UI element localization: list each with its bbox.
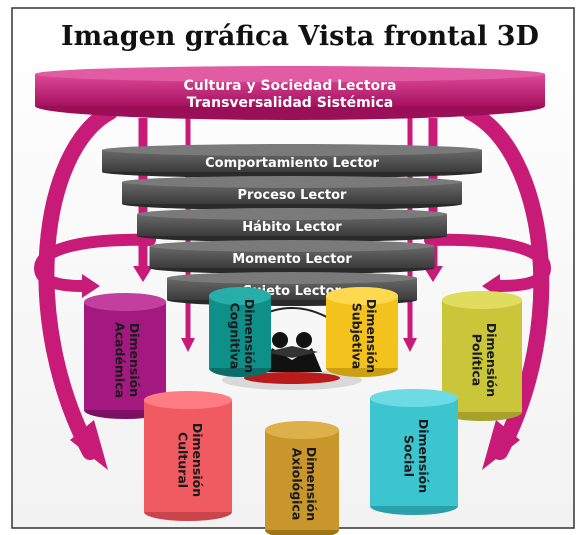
disc-label-1: Comportamiento Lector xyxy=(205,156,379,171)
cylinder-label-academica: DimensiónAcadémica xyxy=(113,322,142,398)
ring-label-cultura: Cultura y Sociedad Lectora xyxy=(184,78,397,94)
cylinder-axiologica: DimensiónAxiológica xyxy=(265,421,339,535)
cylinder-label-cognitiva: DimensiónCognitiva xyxy=(228,299,257,373)
disc-label-3: Hábito Lector xyxy=(242,220,342,235)
cylinder-label-subjetiva: DimensiónSubjetiva xyxy=(350,299,379,373)
inner-left-arrow xyxy=(33,233,156,298)
cylinder-cognitiva: DimensiónCognitiva xyxy=(209,287,271,377)
ring-label-transversalidad: Transversalidad Sistémica xyxy=(187,95,393,111)
cylinder-label-cultural: DimensiónCultural xyxy=(176,423,205,497)
cylinder-politica: DimensiónPolítica xyxy=(442,291,522,421)
transversalidad-ring: Cultura y Sociedad Lectora Transversalid… xyxy=(35,66,545,120)
cylinder-subjetiva: DimensiónSubjetiva xyxy=(326,287,398,377)
cylinder-cultural: DimensiónCultural xyxy=(144,391,232,521)
outer-right-arrow xyxy=(462,104,550,470)
disc-4: Momento Lector xyxy=(149,240,435,274)
diagram-title: Imagen gráfica Vista frontal 3D xyxy=(61,21,539,52)
disc-label-2: Proceso Lector xyxy=(238,188,348,203)
disc-1: Comportamiento Lector xyxy=(102,144,482,178)
disc-3: Hábito Lector xyxy=(137,208,447,242)
outer-left-arrow xyxy=(38,104,118,470)
cylinder-label-axiologica: DimensiónAxiológica xyxy=(290,447,319,521)
cylinder-social: DimensiónSocial xyxy=(370,389,458,515)
disc-label-4: Momento Lector xyxy=(232,252,352,267)
cylinder-label-social: DimensiónSocial xyxy=(402,419,431,493)
cylinder-label-politica: DimensiónPolítica xyxy=(470,323,499,397)
disc-2: Proceso Lector xyxy=(122,176,462,210)
